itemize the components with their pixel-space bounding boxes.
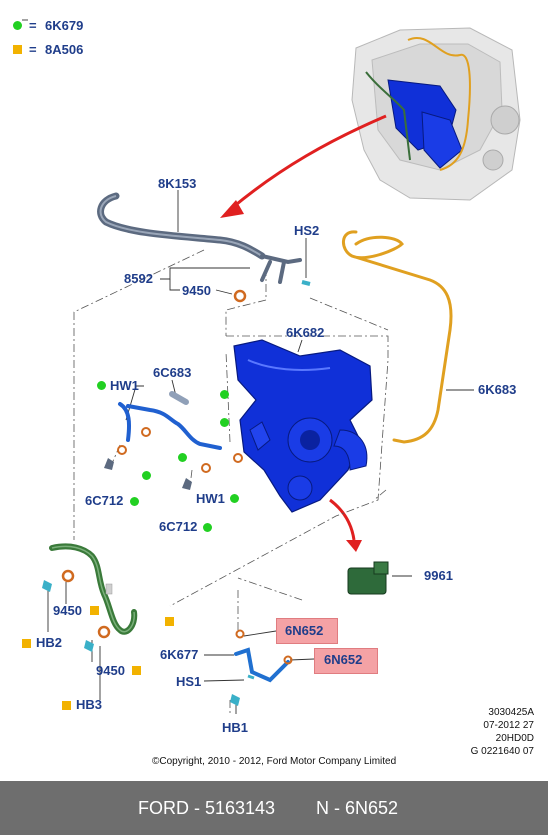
label-HS2: HS2 <box>294 223 320 238</box>
label-9450-bottom: 9450 <box>96 663 125 678</box>
label-6C712-left: 6C712 <box>85 493 124 508</box>
bolt-hs2 <box>301 280 311 286</box>
label-6C683: 6C683 <box>153 365 192 380</box>
drawing-metadata: 3030425A 07-2012 27 20HD0D G 0221640 07 <box>471 706 534 758</box>
footer-reference: N - 6N652 <box>316 798 399 818</box>
legend-orange-square <box>13 45 22 54</box>
pipe-bracket-8592 <box>260 254 302 284</box>
label-8592: 8592 <box>124 271 153 286</box>
turbo-to-actuator-arrow <box>329 498 356 541</box>
label-6N652-bottom: 6N652 <box>324 652 363 667</box>
label-HW1-right: HW1 <box>196 491 225 506</box>
highlight-6N652-top <box>276 618 338 644</box>
marker-green-6c712-left <box>130 497 139 506</box>
label-HB3: HB3 <box>76 697 103 712</box>
marker-orange-pipe <box>165 617 174 626</box>
assembly-guide-lines <box>73 249 389 714</box>
label-8K153: 8K153 <box>158 176 197 191</box>
copyright-notice: ©Copyright, 2010 - 2012, Ford Motor Comp… <box>152 756 397 767</box>
marker-orange-9450-bottom <box>132 666 141 675</box>
label-9450-left: 9450 <box>53 603 82 618</box>
drawing-number: 3030425A <box>488 707 534 718</box>
legend-green-dot <box>13 21 22 30</box>
engine-block-illustration <box>351 27 521 201</box>
oil-feed-pipe-6K683 <box>342 230 453 444</box>
footer-part-number: FORD - 5163143 <box>138 798 276 818</box>
oil-return-pipe-6C683 <box>104 391 243 490</box>
highlight-6N652-bottom <box>314 648 378 674</box>
label-6K677: 6K677 <box>160 647 199 662</box>
turbocharger-assembly-6K682 <box>233 339 373 513</box>
marker-green-hw1-right <box>230 494 239 503</box>
label-HB2: HB2 <box>36 635 63 650</box>
label-6K682: 6K682 <box>286 325 325 340</box>
label-6N652-top: 6N652 <box>285 623 324 638</box>
legend-green-code: 6K679 <box>45 18 84 33</box>
marker-orange-9450-left <box>90 606 99 615</box>
label-6K683: 6K683 <box>478 382 517 397</box>
marker-green-6c683 <box>220 390 229 399</box>
drawing-code: 20HD0D <box>495 733 534 744</box>
leader-lines <box>22 19 474 714</box>
label-HW1-left: HW1 <box>110 378 139 393</box>
legend-green-equals: = <box>29 18 37 33</box>
label-6C712-right: 6C712 <box>159 519 198 534</box>
drawing-date: 07-2012 27 <box>483 720 534 731</box>
label-HS1: HS1 <box>176 674 202 689</box>
label-9961: 9961 <box>424 568 453 583</box>
drawing-reference: G 0221640 07 <box>470 746 534 757</box>
marker-green-hw1-left <box>97 381 106 390</box>
washer-9450-top <box>233 289 247 303</box>
marker-green-6c712-right <box>203 523 212 532</box>
legend-orange-code: 8A506 <box>45 42 84 57</box>
marker-green-pipe-b <box>178 453 187 462</box>
marker-orange-hb2 <box>22 639 31 648</box>
oil-pipe-6K677 <box>230 629 293 706</box>
label-9450-top: 9450 <box>182 283 211 298</box>
turbocharger-exploded-diagram <box>22 19 521 714</box>
actuator-9961 <box>347 561 389 595</box>
marker-green-pipe-a <box>142 471 151 480</box>
label-HB1: HB1 <box>222 720 249 735</box>
marker-green-pipe-c <box>220 418 229 427</box>
legend-orange-equals: = <box>29 42 37 57</box>
engine-to-turbo-arrow <box>231 114 387 210</box>
footer-bar: FORD - 5163143 N - 6N652 <box>0 781 548 835</box>
coolant-return-pipe <box>42 543 138 652</box>
marker-orange-hb3 <box>62 701 71 710</box>
